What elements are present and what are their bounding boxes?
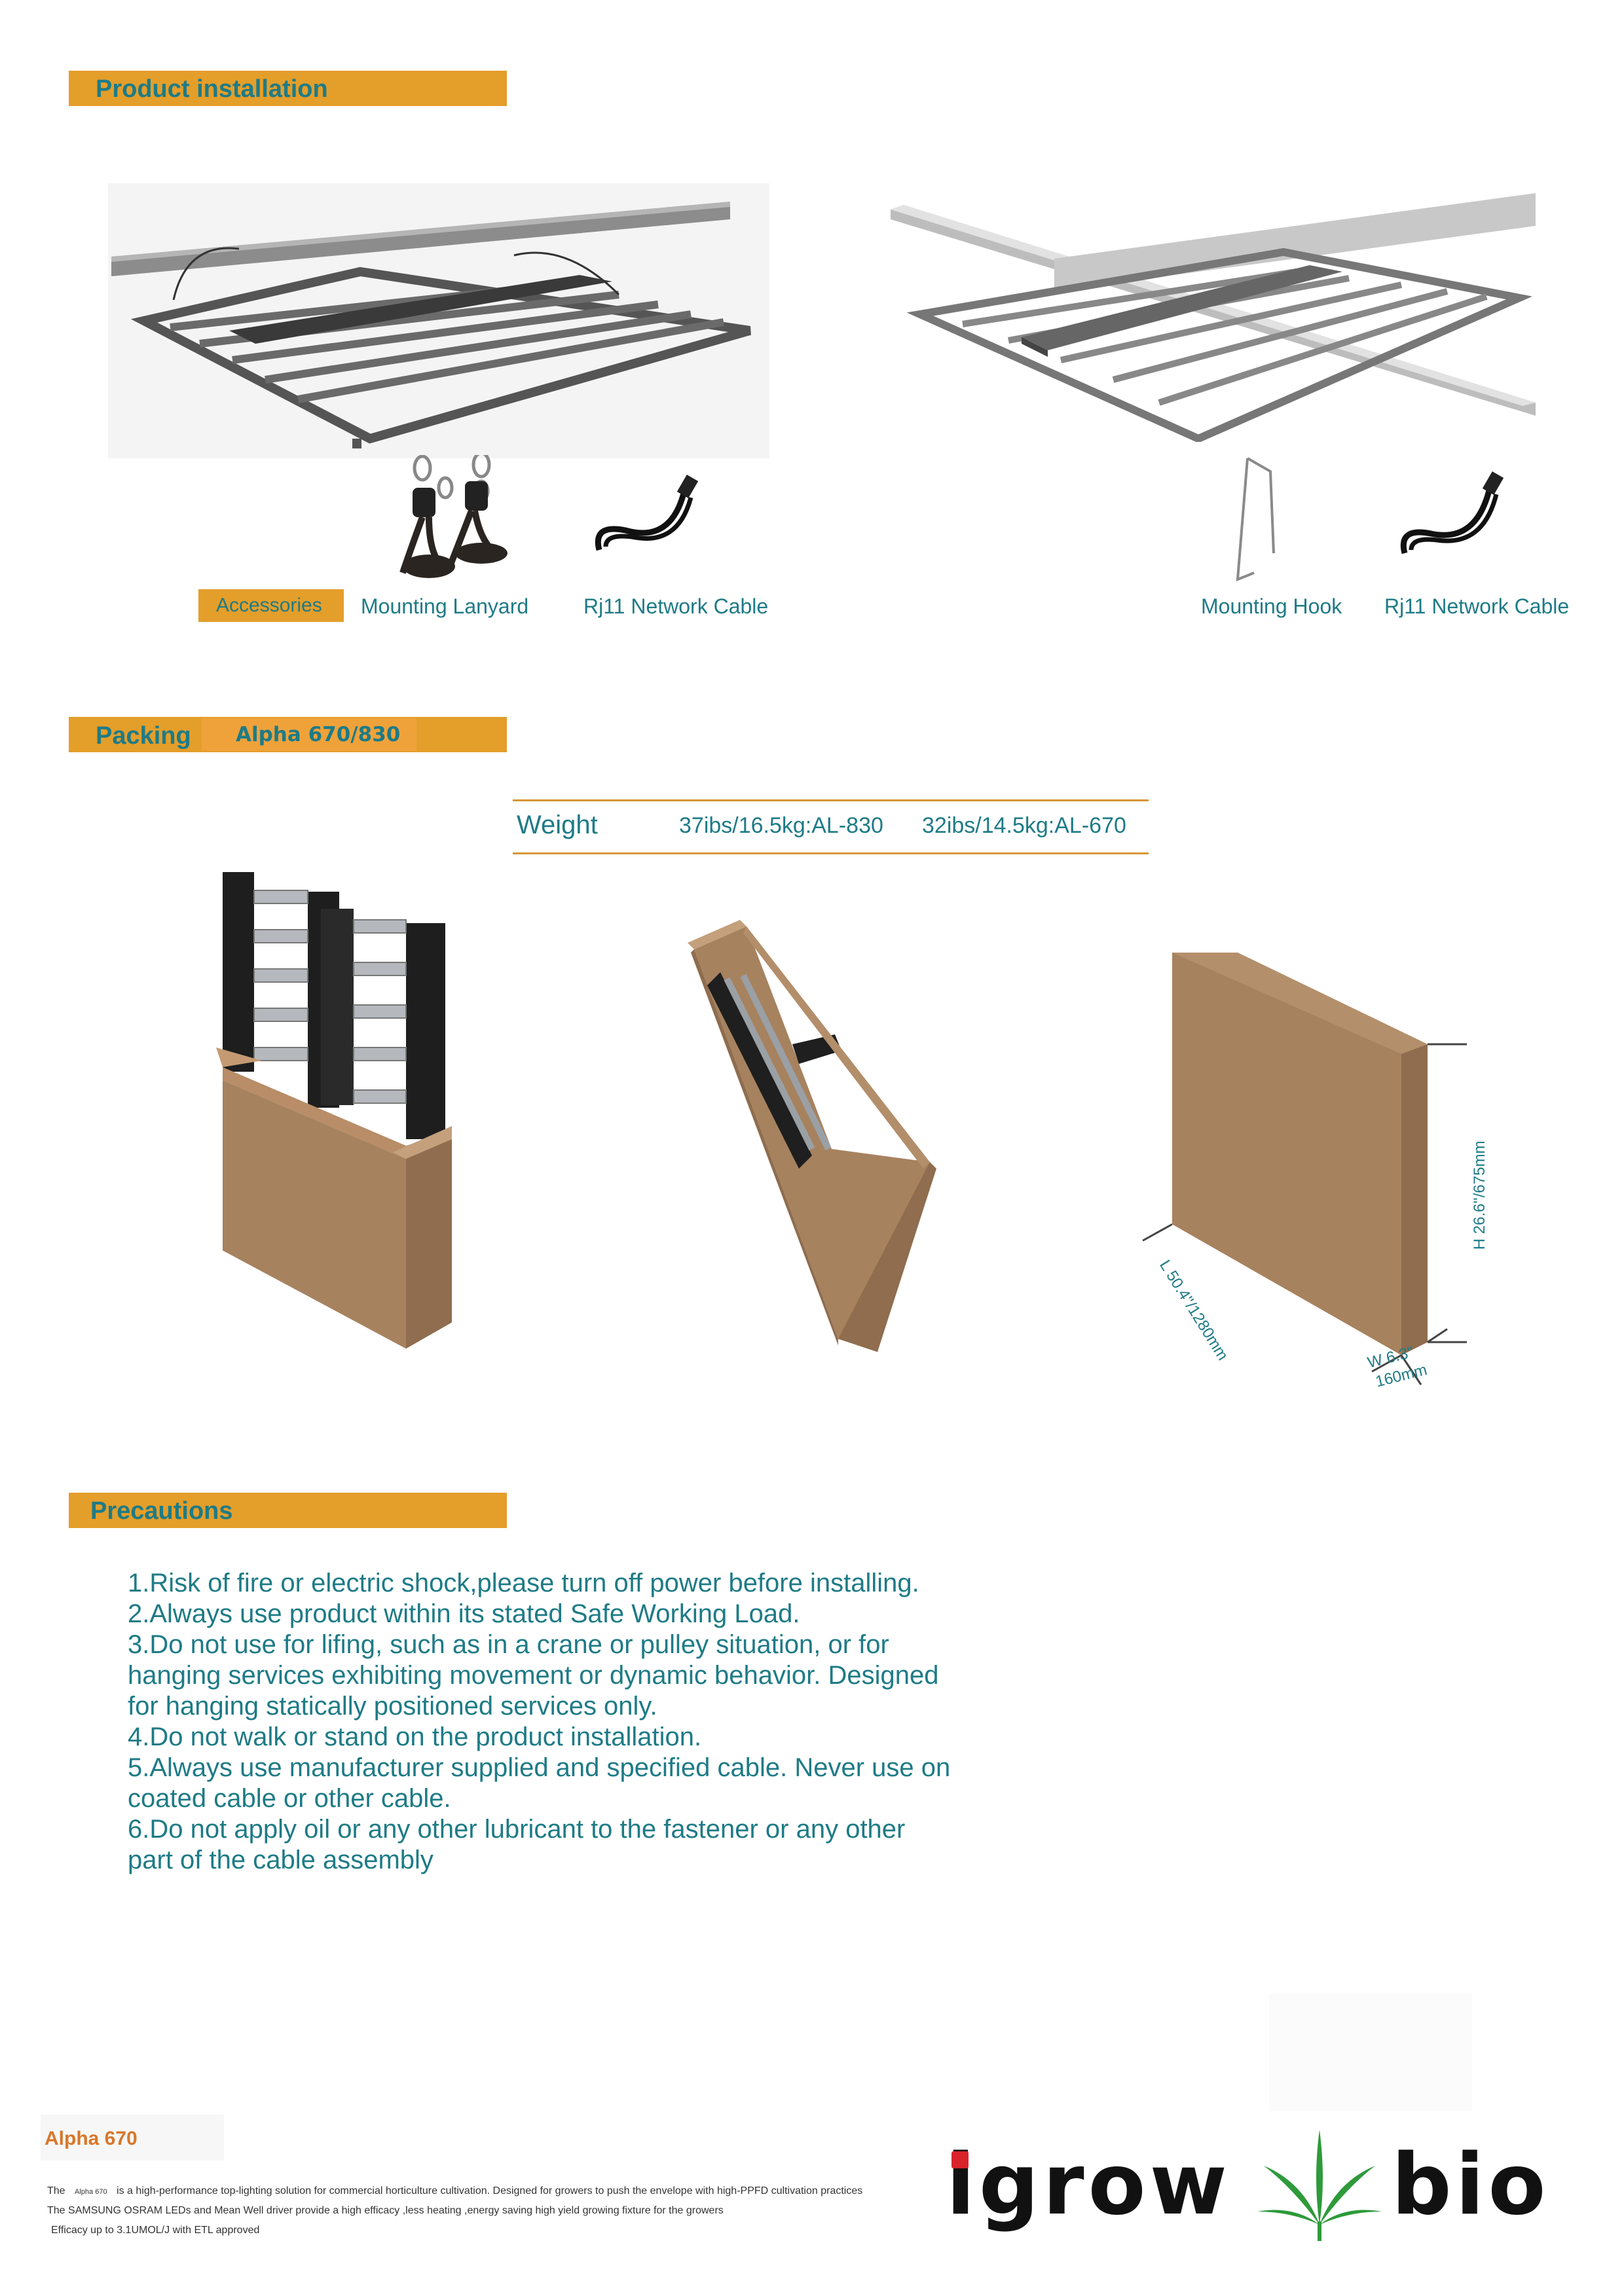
- accessories-badge: [198, 589, 344, 622]
- precaution-line: 3.Do not use for lifing, such as in a cr…: [128, 1630, 889, 1659]
- igrow-bio-logo: igrow bio: [946, 2130, 1575, 2241]
- footer-description-line-3: Efficacy up to 3.1UMOL/J with ETL approv…: [51, 2225, 260, 2236]
- closed-box-dimension-illustration: [1142, 953, 1467, 1385]
- precaution-line: 1.Risk of fire or electric shock,please …: [128, 1569, 919, 1597]
- precaution-line: hanging services exhibiting movement or …: [128, 1661, 939, 1690]
- packing-model-badge: [202, 718, 416, 751]
- packing-model-label: Alpha 670/830: [236, 723, 401, 746]
- precaution-line: part of the cable assembly: [128, 1846, 434, 1874]
- hook-installation-illustration: [891, 180, 1552, 442]
- weight-row: Weight 37ibs/16.5kg:AL-830 32ibs/14.5kg:…: [513, 799, 1149, 854]
- mounting-hook-icon: [1236, 457, 1275, 582]
- rj11-network-cable-icon-left: [595, 475, 699, 551]
- logo-backdrop: [1269, 1994, 1472, 2111]
- precaution-line: 4.Do not walk or stand on the product in…: [128, 1722, 702, 1751]
- accessory-label-mounting-hook: Mounting Hook: [1201, 594, 1342, 618]
- precautions-header-bar: [69, 1493, 507, 1528]
- precaution-line: 5.Always use manufacturer supplied and s…: [128, 1753, 951, 1782]
- installation-header-bar: [69, 71, 507, 106]
- footer-model-box: [41, 2115, 224, 2160]
- fixture-packed-box-illustration: [688, 920, 936, 1352]
- dimension-height: H 26.6''/675mm: [1471, 1140, 1488, 1250]
- footer-line1-model: Alpha 670: [75, 2188, 107, 2196]
- logo-text-igrow: igrow: [946, 2136, 1231, 2234]
- precaution-line: 2.Always use product within its stated S…: [128, 1599, 800, 1628]
- accessory-label-rj11-left: Rj11 Network Cable: [583, 594, 769, 618]
- precautions-list: 1.Risk of fire or electric shock,please …: [128, 1568, 950, 1876]
- accessory-label-rj11-right: Rj11 Network Cable: [1384, 594, 1570, 618]
- packing-title: Packing: [96, 722, 191, 750]
- precaution-line: for hanging statically positioned servic…: [128, 1692, 657, 1721]
- footer-line1-start: The: [47, 2185, 65, 2196]
- precaution-line: 6.Do not apply oil or any other lubrican…: [128, 1815, 906, 1844]
- lanyard-installation-illustration: [108, 183, 769, 458]
- fixture-in-open-box-illustration: [216, 872, 452, 1349]
- logo-red-dot: [951, 2151, 969, 2168]
- precautions-title: Precautions: [90, 1497, 233, 1525]
- footer-line1-rest: is a high-performance top-lighting solut…: [117, 2185, 863, 2196]
- precaution-line: coated cable or other cable.: [128, 1784, 451, 1813]
- cannabis-leaf-icon: [1257, 2130, 1382, 2241]
- accessories-badge-label: Accessories: [216, 594, 322, 616]
- footer-model-name: Alpha 670: [45, 2128, 138, 2149]
- footer-description-line-1: The Alpha 670 is a high-performance top-…: [47, 2185, 862, 2197]
- accessory-label-mounting-lanyard: Mounting Lanyard: [361, 594, 529, 618]
- mounting-lanyard-icon: [399, 455, 507, 578]
- logo-text-bio: bio: [1392, 2136, 1550, 2234]
- weight-al-830: 37ibs/16.5kg:AL-830: [679, 813, 883, 838]
- installation-title: Product installation: [96, 75, 328, 103]
- footer-description-line-2: The SAMSUNG OSRAM LEDs and Mean Well dri…: [47, 2205, 724, 2216]
- rj11-network-cable-icon-right: [1401, 471, 1504, 555]
- weight-label: Weight: [517, 811, 598, 839]
- weight-al-670: 32ibs/14.5kg:AL-670: [922, 813, 1126, 838]
